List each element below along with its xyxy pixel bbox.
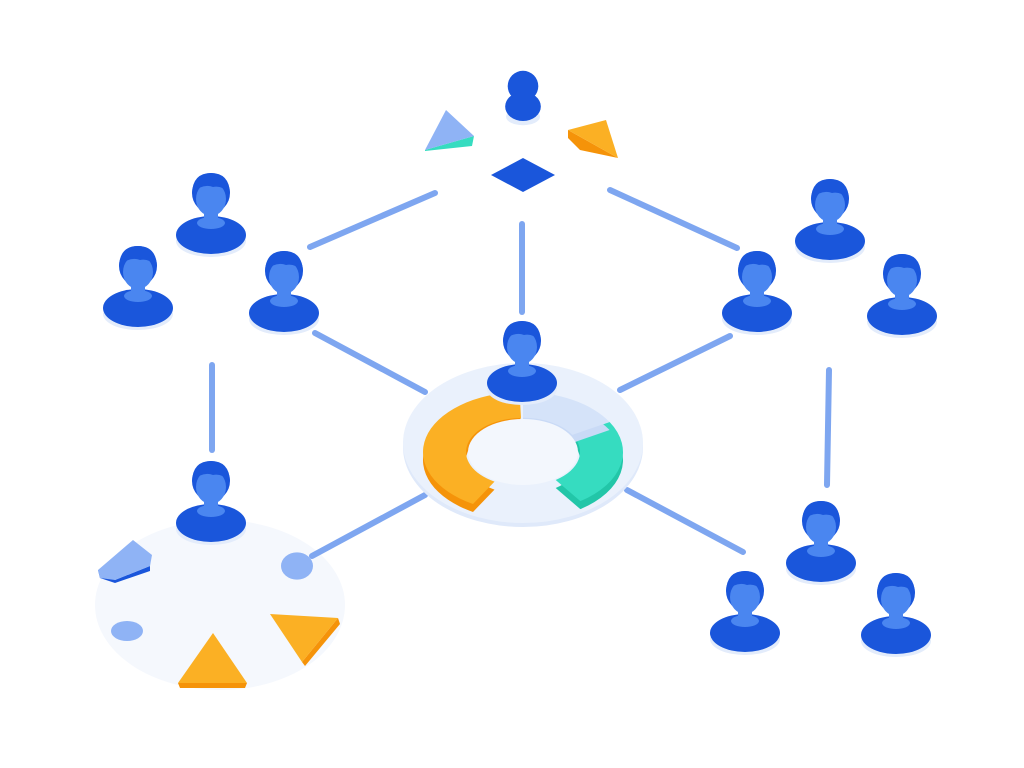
person-icon-right-top — [795, 179, 865, 263]
person-body — [249, 294, 319, 332]
person-icon-top-center — [505, 70, 541, 126]
person-icon-right-bottom-top — [786, 501, 856, 585]
person-collar — [197, 217, 225, 229]
person-face — [507, 330, 537, 364]
triangle-down-shape — [270, 614, 338, 662]
orange-segment — [423, 392, 522, 504]
person-body — [176, 216, 246, 254]
person-collar — [888, 298, 916, 310]
person-body — [103, 289, 173, 327]
person-icon-left-top — [176, 173, 246, 257]
person-collar — [743, 295, 771, 307]
triangle-up-side — [178, 683, 247, 688]
person-hair-top — [877, 573, 915, 593]
person-body — [867, 297, 937, 335]
person-icon-right-inner — [722, 251, 792, 335]
person-icon-left-mid — [103, 246, 173, 330]
person-collar — [882, 617, 910, 629]
person-hair-top — [503, 321, 541, 341]
person-hair-top — [811, 179, 849, 199]
person-face — [742, 260, 772, 294]
connector-line-center-lower-left — [309, 492, 428, 559]
person-hair-top — [802, 501, 840, 521]
blue-prism — [425, 110, 474, 150]
person-hair-top — [119, 246, 157, 266]
person-collar — [508, 365, 536, 377]
person-body — [722, 294, 792, 332]
triangle-down-side — [302, 618, 340, 666]
person-body — [487, 364, 557, 402]
person-face — [887, 263, 917, 297]
person-icon-center — [487, 321, 557, 405]
person-face — [881, 582, 911, 616]
triangle-up-shape — [178, 633, 247, 683]
person-icon-right-bottom-right — [861, 573, 931, 657]
person-icon-right-mid — [867, 254, 937, 338]
trapezoid-shape — [98, 540, 152, 580]
small-dot — [111, 621, 143, 641]
person-body — [861, 616, 931, 654]
central-hub — [403, 363, 643, 527]
person-body — [786, 544, 856, 582]
person-head — [507, 70, 539, 102]
person-hair-top — [883, 254, 921, 274]
ring-center — [468, 419, 578, 485]
person-face — [269, 260, 299, 294]
person-face — [196, 182, 226, 216]
person-collar — [124, 290, 152, 302]
person-icon-left-inner — [249, 251, 319, 335]
connector-line-center-upper-right — [617, 333, 733, 393]
connector-line-center-lower-right — [624, 487, 746, 555]
connector-line-right-vertical — [824, 367, 832, 488]
person-icon-right-bottom-left — [710, 571, 780, 655]
teal-segment — [555, 422, 624, 502]
person-icon-left-bottom — [176, 461, 246, 545]
person-hair-top — [192, 173, 230, 193]
connector-node — [281, 552, 313, 580]
person-face — [730, 580, 760, 614]
person-hair-top — [265, 251, 303, 271]
connector-lines — [209, 187, 832, 559]
person-collar — [270, 295, 298, 307]
person-collar — [197, 505, 225, 517]
blue-prism-side — [425, 136, 474, 151]
person-face — [196, 470, 226, 504]
person-face — [815, 188, 845, 222]
person-body — [505, 92, 541, 121]
person-body — [710, 614, 780, 652]
person-hair-top — [192, 461, 230, 481]
person-body — [795, 222, 865, 260]
diamond-shape — [491, 158, 555, 192]
decorative-shapes — [98, 110, 618, 688]
person-face — [806, 510, 836, 544]
connector-line-center-upper-left — [312, 330, 428, 395]
person-body — [176, 504, 246, 542]
person-collar — [807, 545, 835, 557]
connector-line-top-right — [607, 187, 740, 251]
person-hair-top — [726, 571, 764, 591]
person-collar — [816, 223, 844, 235]
connector-line-top-left — [307, 190, 438, 250]
empty-segment — [523, 392, 610, 435]
person-face — [123, 255, 153, 289]
orange-prism — [568, 120, 618, 158]
person-hair-top — [738, 251, 776, 271]
person-collar — [731, 615, 759, 627]
people-nodes — [103, 70, 937, 657]
